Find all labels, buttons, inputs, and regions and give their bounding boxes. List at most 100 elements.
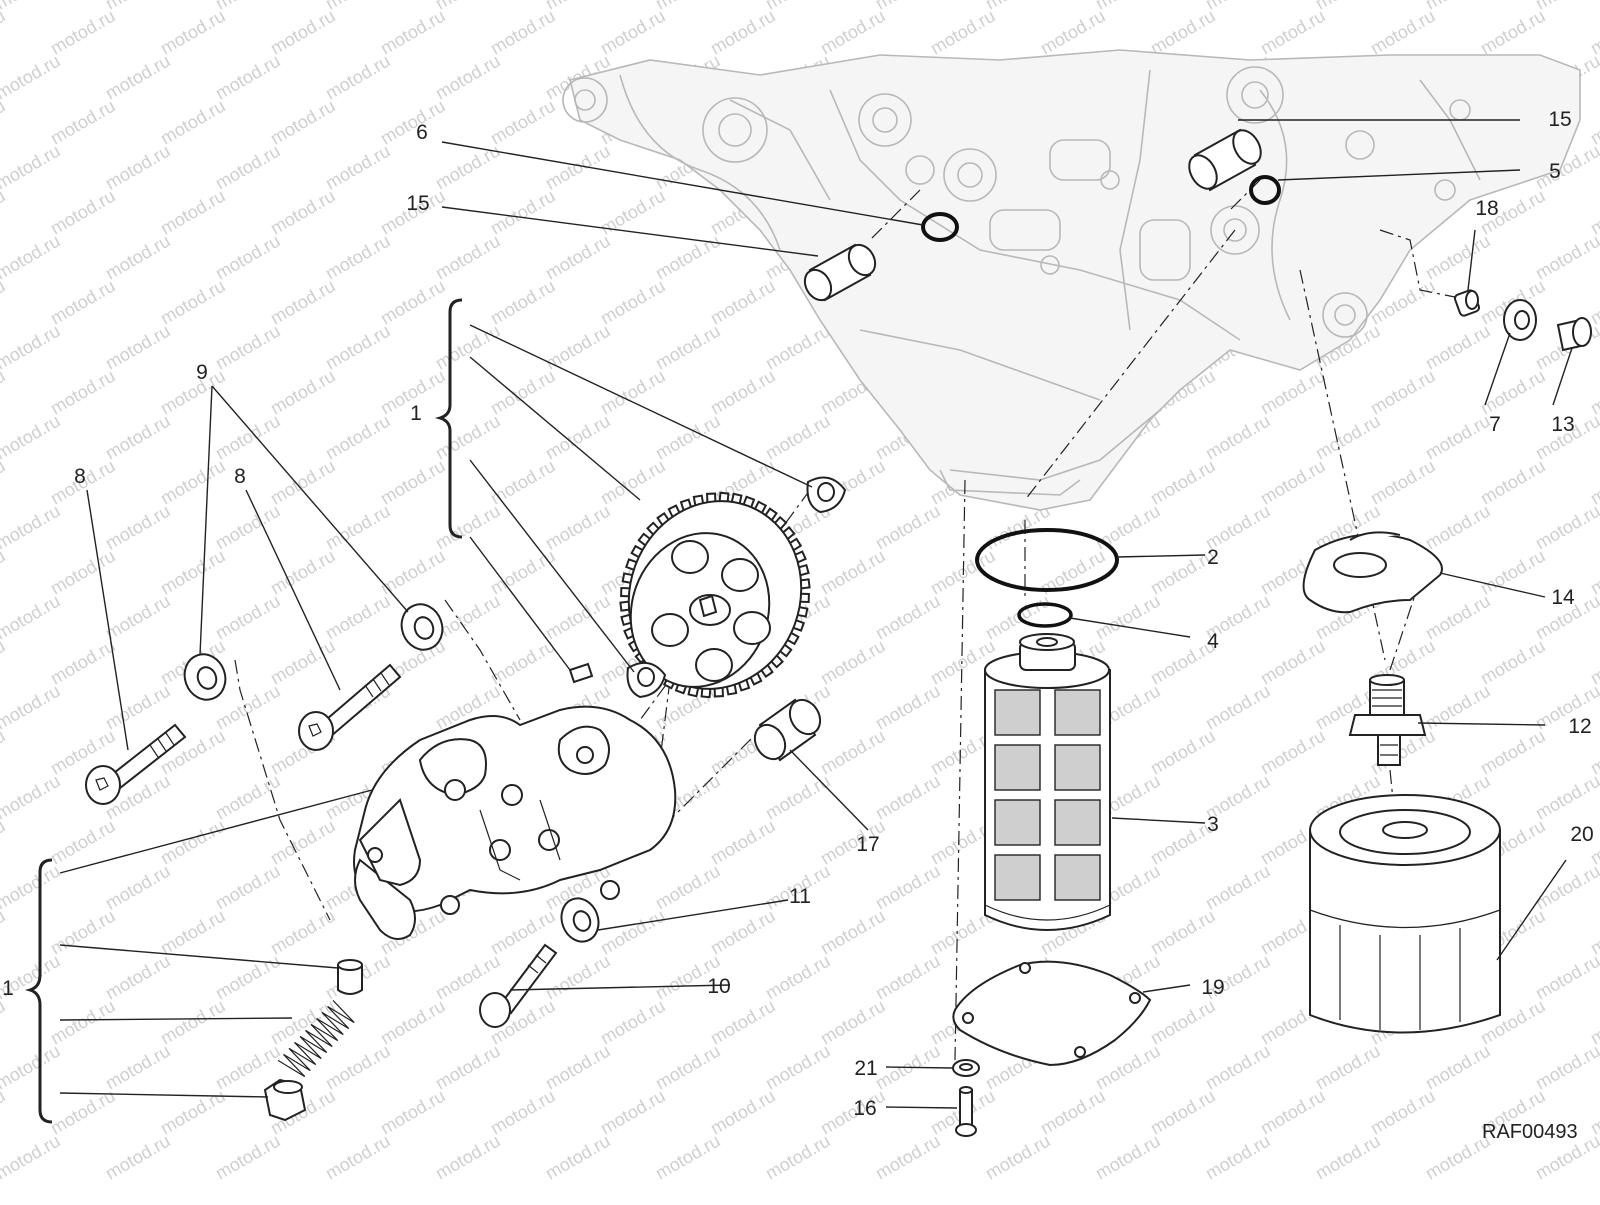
watermark-text: motod.ru (212, 0, 284, 13)
watermark-text: motod.ru (707, 906, 779, 959)
watermark-text: motod.ru (432, 591, 504, 644)
callout-21: 21 (854, 1057, 877, 1080)
watermark-text: motod.ru (1422, 231, 1494, 284)
filter-mesh-cell (994, 744, 1041, 791)
bolt-8-left (85, 723, 187, 805)
watermark-text: motod.ru (0, 546, 9, 599)
callout-16: 16 (853, 1097, 876, 1120)
watermark-text: motod.ru (1532, 501, 1600, 554)
watermark-text: motod.ru (322, 411, 394, 464)
filter-mesh-cell (1054, 854, 1101, 901)
watermark-text: motod.ru (487, 96, 559, 149)
watermark-text: motod.ru (542, 321, 614, 374)
drawing-code: RAF00493 (1482, 1121, 1578, 1143)
watermark-text: motod.ru (652, 321, 724, 374)
watermark-text: motod.ru (102, 411, 174, 464)
watermark-text: motod.ru (707, 6, 779, 59)
watermark-text: motod.ru (212, 1131, 284, 1184)
watermark-text: motod.ru (597, 366, 669, 419)
watermark-text: motod.ru (432, 51, 504, 104)
oil-pump-body (353, 705, 677, 940)
watermark-text: motod.ru (1257, 636, 1329, 689)
watermark-text: motod.ru (432, 231, 504, 284)
watermark-text: motod.ru (1477, 456, 1549, 509)
watermark-text: motod.ru (1587, 456, 1600, 509)
watermark-text: motod.ru (1092, 0, 1164, 13)
callout-7: 7 (1489, 413, 1501, 436)
watermark-text: motod.ru (1202, 0, 1274, 13)
watermark-text: motod.ru (542, 0, 614, 13)
watermark-text: motod.ru (1587, 276, 1600, 329)
watermark-text: motod.ru (0, 96, 9, 149)
bolt-8-right (298, 663, 402, 751)
watermark-text: motod.ru (1532, 231, 1600, 284)
watermark-text: motod.ru (267, 546, 339, 599)
watermark-text: motod.ru (377, 1086, 449, 1139)
watermark-text: motod.ru (432, 1131, 504, 1184)
watermark-text: motod.ru (707, 366, 779, 419)
callout-14: 14 (1551, 586, 1575, 609)
watermark-text: motod.ru (1037, 6, 1109, 59)
watermark-text: motod.ru (487, 186, 559, 239)
washer-7 (1503, 299, 1537, 341)
watermark-text: motod.ru (817, 726, 889, 779)
watermark-text: motod.ru (487, 456, 559, 509)
watermark-text: motod.ru (1202, 411, 1274, 464)
callout-5: 5 (1549, 160, 1561, 183)
watermark-text: motod.ru (762, 411, 834, 464)
plug-18 (1453, 289, 1481, 317)
watermark-text: motod.ru (1257, 366, 1329, 419)
watermark-text: motod.ru (597, 906, 669, 959)
watermark-text: motod.ru (102, 861, 174, 914)
o-ring-2 (975, 528, 1119, 592)
watermark-text: motod.ru (1147, 1086, 1219, 1139)
watermark-text: motod.ru (817, 546, 889, 599)
callout-labels: 1 1 2 3 4 5 6 7 8 8 9 10 11 12 13 14 15 … (2, 108, 1594, 1120)
watermark-text: motod.ru (102, 1041, 174, 1094)
watermark-text: motod.ru (322, 0, 394, 13)
watermark-text: motod.ru (1147, 6, 1219, 59)
watermark-text: motod.ru (707, 276, 779, 329)
sleeve-15-right (1188, 128, 1262, 192)
watermark-text: motod.ru (487, 1086, 559, 1139)
plug-13 (1556, 317, 1592, 352)
watermark-text: motod.ru (0, 186, 9, 239)
watermark-text: motod.ru (432, 141, 504, 194)
watermark-text: motod.ru (1422, 1041, 1494, 1094)
watermark-text: motod.ru (1147, 456, 1219, 509)
watermark-text: motod.ru (1532, 951, 1600, 1004)
watermark-text: motod.ru (212, 861, 284, 914)
watermark-text: motod.ru (1147, 906, 1219, 959)
cover-plate-19 (952, 960, 1152, 1067)
watermark-text: motod.ru (102, 141, 174, 194)
callout-9: 9 (196, 361, 208, 384)
bracket-1-upper (434, 298, 463, 539)
watermark-text: motod.ru (0, 1131, 64, 1184)
watermark-text: motod.ru (1312, 411, 1384, 464)
watermark-text: motod.ru (102, 681, 174, 734)
watermark-text: motod.ru (762, 951, 834, 1004)
watermark-text: motod.ru (0, 591, 64, 644)
watermark-text: motod.ru (1367, 456, 1439, 509)
watermark-text: motod.ru (1092, 1131, 1164, 1184)
callout-18: 18 (1475, 197, 1498, 220)
watermark-text: motod.ru (762, 1041, 834, 1094)
watermark-text: motod.ru (1422, 681, 1494, 734)
watermark-text: motod.ru (1147, 996, 1219, 1049)
pump-gear (619, 491, 811, 699)
watermark-text: motod.ru (1587, 546, 1600, 599)
watermark-text: motod.ru (322, 501, 394, 554)
callout-19: 19 (1201, 976, 1224, 999)
callout-6: 6 (416, 121, 428, 144)
watermark-text: motod.ru (377, 6, 449, 59)
watermark-text: motod.ru (1532, 771, 1600, 824)
watermark-text: motod.ru (157, 186, 229, 239)
watermark-text: motod.ru (927, 6, 999, 59)
watermark-text: motod.ru (817, 906, 889, 959)
callout-4: 4 (1207, 630, 1219, 653)
callout-2: 2 (1207, 546, 1219, 569)
watermark-text: motod.ru (1422, 321, 1494, 374)
callout-1-upper: 1 (410, 402, 422, 425)
watermark-text: motod.ru (267, 996, 339, 1049)
